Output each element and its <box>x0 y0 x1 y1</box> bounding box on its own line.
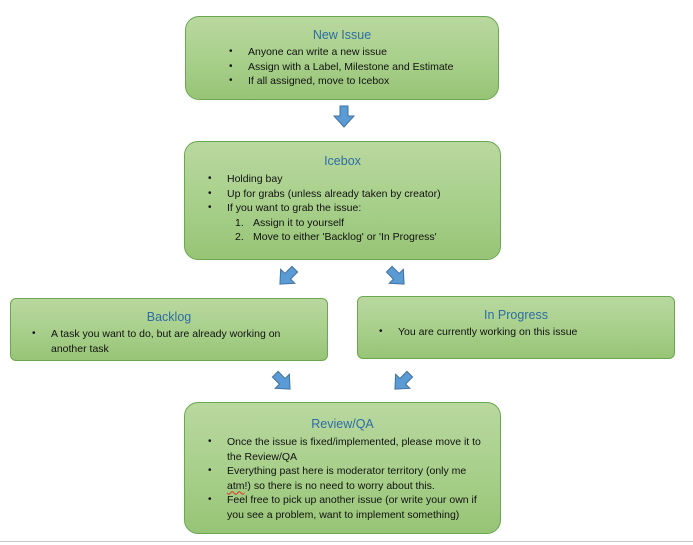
bullet-icon: • <box>208 494 212 505</box>
icebox-title: Icebox <box>324 154 361 168</box>
page-bottom-divider <box>0 541 693 542</box>
in-progress-list: •You are currently working on this issue <box>376 325 666 340</box>
arrow-down-right-icon <box>271 370 291 390</box>
bullet-icon: • <box>229 46 233 57</box>
bullet-icon: • <box>208 465 212 476</box>
review-qa-title: Review/QA <box>311 417 374 431</box>
icebox-sublist: 1.Assign it to yourself 2.Move to either… <box>227 216 495 245</box>
in-progress-box: In Progress •You are currently working o… <box>357 296 675 359</box>
arrow-down-right-icon <box>385 265 405 285</box>
list-item: •Once the issue is fixed/implemented, pl… <box>208 436 481 463</box>
backlog-box: Backlog •A task you want to do, but are … <box>10 298 328 361</box>
arrow-down-icon <box>333 105 355 128</box>
review-qa-list: •Once the issue is fixed/implemented, pl… <box>205 435 487 522</box>
backlog-title: Backlog <box>146 310 192 324</box>
bullet-icon: • <box>208 202 212 213</box>
list-item: •Feel free to pick up another issue (or … <box>208 494 477 521</box>
spellcheck-underlined-word: atm <box>227 479 245 492</box>
list-item: •Assign with a Label, Milestone and Esti… <box>229 60 454 73</box>
bullet-icon: • <box>32 328 36 339</box>
list-item: •Up for grabs (unless already taken by c… <box>208 187 441 200</box>
bullet-icon: • <box>208 187 212 199</box>
arrow-new-to-icebox <box>333 105 355 128</box>
arrow-icebox-to-backlog <box>279 265 299 285</box>
arrow-in-progress-to-review <box>394 370 414 390</box>
bullet-icon: • <box>229 75 233 86</box>
bullet-icon: • <box>208 173 212 184</box>
arrow-icebox-to-in-progress <box>385 265 405 285</box>
list-item: •Everything past here is moderator terri… <box>208 465 467 492</box>
new-issue-list: •Anyone can write a new issue •Assign wi… <box>226 45 486 89</box>
backlog-list: •A task you want to do, but are already … <box>29 327 299 356</box>
list-item: •Anyone can write a new issue <box>229 46 387 58</box>
icebox-box: Icebox •Holding bay •Up for grabs (unles… <box>184 141 501 260</box>
sublist-item: 1.Assign it to yourself <box>235 216 345 229</box>
list-item: •If you want to grab the issue: 1.Assign… <box>205 201 495 245</box>
arrow-down-left-icon <box>394 370 414 390</box>
list-item: •A task you want to do, but are already … <box>32 328 281 355</box>
review-qa-box: Review/QA •Once the issue is fixed/imple… <box>184 402 501 534</box>
arrow-down-left-icon <box>279 265 299 285</box>
list-item: •If all assigned, move to Icebox <box>229 75 390 87</box>
bullet-icon: • <box>229 60 233 72</box>
icebox-list: •Holding bay •Up for grabs (unless alrea… <box>205 172 495 245</box>
arrow-backlog-to-review <box>271 370 291 390</box>
new-issue-box: New Issue •Anyone can write a new issue … <box>185 16 499 100</box>
sublist-item: 2.Move to either 'Backlog' or 'In Progre… <box>235 231 437 243</box>
bullet-icon: • <box>208 436 212 447</box>
list-item: •You are currently working on this issue <box>379 326 578 338</box>
bullet-icon: • <box>379 326 383 337</box>
new-issue-title: New Issue <box>312 28 372 42</box>
in-progress-title: In Progress <box>484 308 548 322</box>
list-item: •Holding bay <box>208 173 283 185</box>
